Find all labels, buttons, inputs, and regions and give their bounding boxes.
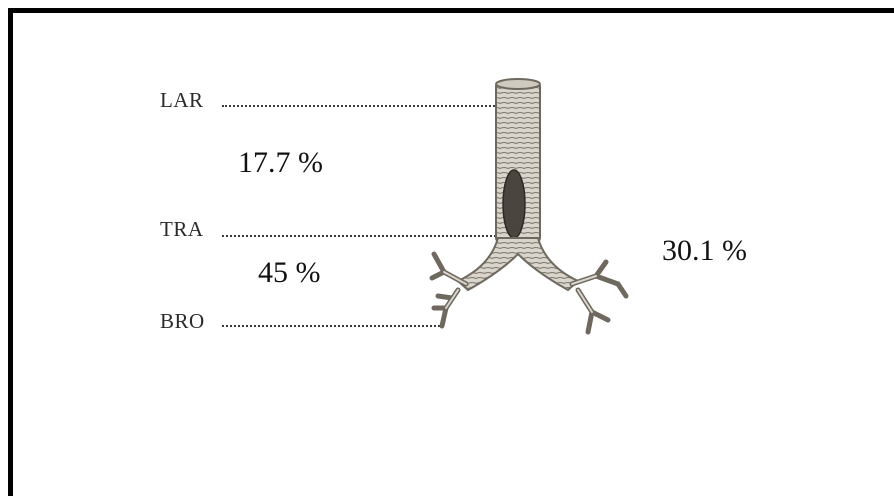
percent-trachea-bronchi: 45 % (258, 256, 321, 290)
label-trachea: TRA (160, 217, 204, 242)
label-larynx: LAR (160, 88, 204, 113)
leader-line-bronchi (222, 325, 444, 327)
label-bronchi: BRO (160, 309, 205, 334)
percent-bronchi-right: 30.1 % (662, 234, 747, 268)
percent-larynx-trachea: 17.7 % (238, 146, 323, 180)
trachea-bronchi-illustration-icon (428, 76, 638, 344)
